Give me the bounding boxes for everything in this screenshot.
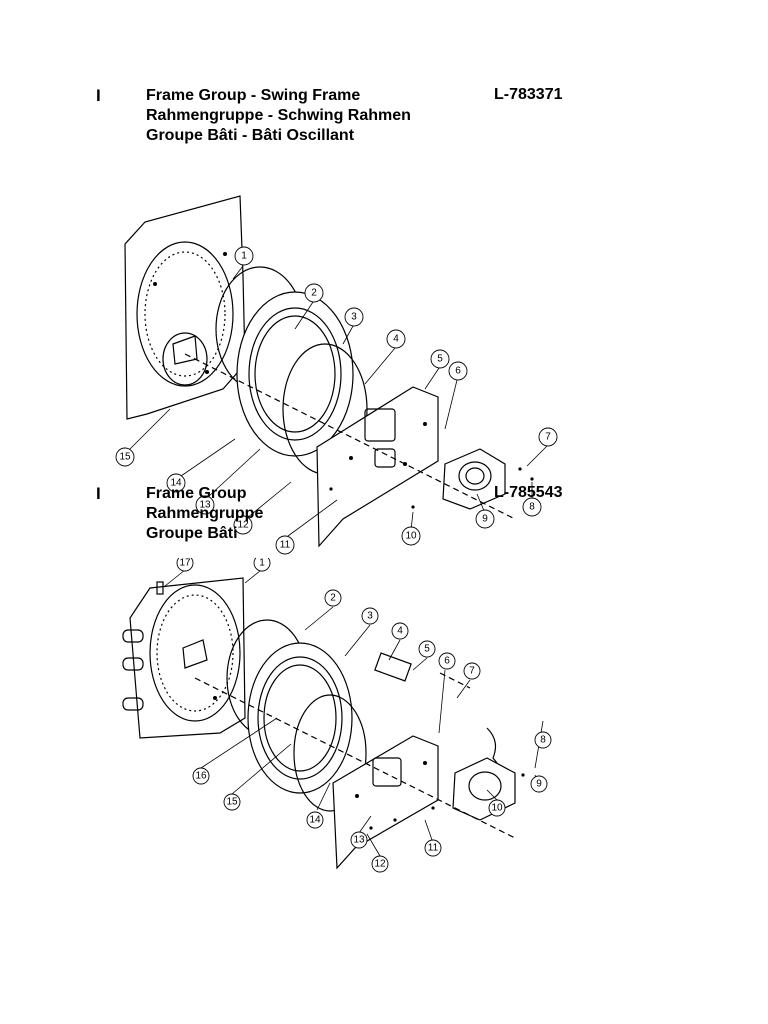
callout-4: 4 (393, 334, 399, 345)
callout-14: 14 (170, 478, 182, 489)
callout-4: 4 (397, 626, 403, 637)
section-titles: Frame Group - Swing Frame Rahmengruppe -… (146, 86, 411, 146)
callout-9: 9 (536, 779, 542, 790)
part-number: L-783371 (494, 86, 563, 103)
callout-1: 1 (259, 558, 265, 569)
callout-9: 9 (482, 514, 488, 525)
callout-15: 15 (226, 797, 238, 808)
figure-section-1: I Frame Group - Swing Frame Rahmengruppe… (0, 82, 768, 556)
callout-10: 10 (491, 803, 503, 814)
section-marker: I (96, 86, 101, 105)
diagram-drawing: 1 2 3 4 5 6 7 8 9 10 11 12 13 14 15 16 1… (122, 554, 552, 873)
callout-11: 11 (428, 843, 439, 854)
figure-section-2: I Frame Group Rahmengruppe Groupe Bâti L… (0, 480, 768, 880)
callout-7: 7 (545, 432, 551, 443)
callout-3: 3 (367, 611, 373, 622)
callout-5: 5 (437, 354, 443, 365)
part-number: L-785543 (494, 484, 563, 501)
exploded-diagram-frame-group: 1 2 3 4 5 6 7 8 9 10 11 12 13 14 15 16 1… (95, 554, 590, 880)
title-german: Rahmengruppe (146, 505, 264, 522)
callout-17: 17 (179, 558, 191, 569)
callout-12: 12 (237, 520, 249, 531)
diagram-drawing: 1 2 3 4 5 6 7 8 9 10 11 12 13 14 15 (115, 195, 558, 555)
callout-3: 3 (351, 312, 357, 323)
callout-8: 8 (529, 502, 535, 513)
title-german: Rahmengruppe - Schwing Rahmen (146, 107, 411, 124)
section-marker: I (96, 484, 101, 503)
callout-10: 10 (405, 531, 417, 542)
callout-6: 6 (444, 656, 450, 667)
exploded-diagram-swing-frame: 1 2 3 4 5 6 7 8 9 10 11 12 13 14 15 (95, 164, 590, 556)
callout-16: 16 (195, 771, 207, 782)
callout-13: 13 (199, 500, 211, 511)
callout-12: 12 (374, 859, 386, 870)
title-french: Groupe Bâti - Bâti Oscillant (146, 127, 355, 144)
callout-14: 14 (309, 815, 321, 826)
section-titles: Frame Group Rahmengruppe Groupe Bâti (146, 484, 263, 544)
title-french: Groupe Bâti (146, 525, 238, 542)
callout-11: 11 (280, 540, 291, 551)
callout-7: 7 (469, 666, 475, 677)
callout-1: 1 (241, 251, 247, 262)
callout-6: 6 (455, 366, 461, 377)
callout-13: 13 (353, 835, 365, 846)
callout-8: 8 (540, 735, 546, 746)
title-english: Frame Group (146, 485, 247, 502)
callout-2: 2 (311, 288, 317, 299)
callout-2: 2 (330, 593, 336, 604)
callout-15: 15 (119, 452, 131, 463)
callout-5: 5 (424, 644, 430, 655)
title-english: Frame Group - Swing Frame (146, 87, 361, 104)
